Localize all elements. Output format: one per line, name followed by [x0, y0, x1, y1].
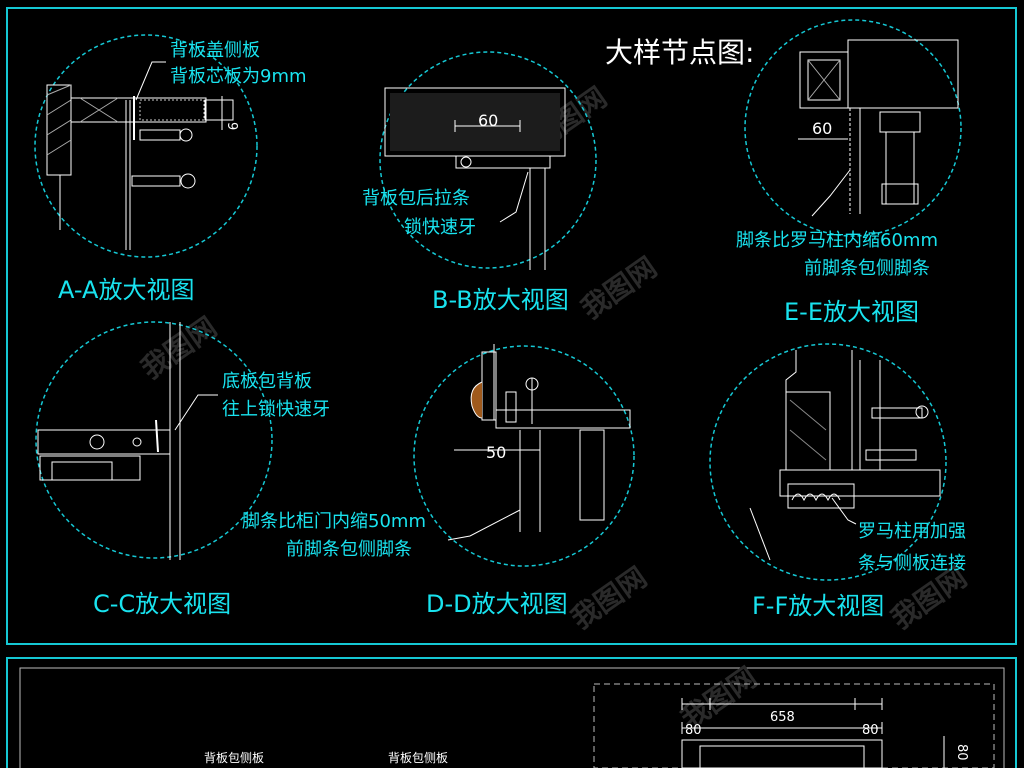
leader-line: [174, 394, 218, 431]
leader-line: [811, 169, 851, 217]
bottom-board: [495, 409, 631, 429]
detail-aa: 9 背板盖侧板 背板芯板为9mm A-A放大视图: [34, 34, 307, 304]
leader-line: [135, 61, 166, 101]
lower-inner-frame: [19, 667, 1005, 768]
view-label: D-D放大视图: [426, 590, 568, 618]
detail-circle: [379, 51, 597, 269]
dimension-text: 80: [685, 723, 702, 738]
note-text: 背板盖侧板: [170, 40, 260, 61]
watermark-text: 我图网: [135, 311, 223, 386]
view-label: B-B放大视图: [432, 286, 569, 314]
watermark-text: 我图网: [575, 251, 663, 326]
detail-ff: 罗马柱用加强 条与侧板连接 F-F放大视图: [709, 343, 966, 620]
detail-bb: 60 背板包后拉条 锁快速牙 B-B放大视图: [362, 51, 597, 314]
note-text: 背板包后拉条: [362, 188, 470, 209]
elevation-frame: [593, 683, 995, 768]
detail-circle: [744, 19, 962, 237]
detail-cc: 底板包背板 往上锁快速牙 C-C放大视图: [35, 321, 330, 618]
dimension-text: 658: [770, 710, 795, 725]
dimension-text: 50: [486, 443, 506, 462]
leader-line: [499, 171, 529, 223]
side-panel: [46, 84, 72, 176]
detail-ee: 60 脚条比罗马柱内缩60mm 前脚条包侧脚条 E-E放大视图: [736, 19, 962, 326]
view-label: A-A放大视图: [58, 276, 194, 304]
detail-circle: [413, 345, 635, 567]
note-text: 脚条比罗马柱内缩60mm: [736, 230, 938, 251]
leader-line: [831, 497, 857, 525]
dimension-text: 9: [224, 122, 239, 130]
detail-circle: [34, 34, 258, 258]
sheet-title: 大样节点图:: [605, 36, 754, 69]
note-text: 往上锁快速牙: [222, 399, 330, 420]
bottom-label: 背板包侧板: [388, 751, 448, 765]
upper-sheet-frame: [6, 7, 1017, 645]
leader-line: [447, 509, 521, 541]
bottom-label: 背板包侧板: [204, 751, 264, 765]
note-text: 前脚条包侧脚条: [804, 258, 930, 279]
detail-circle: [35, 321, 273, 559]
view-label: E-E放大视图: [784, 298, 919, 326]
bottom-elevation: 80 658 80 80 背板包侧板 背板包侧板: [204, 683, 995, 768]
note-text: 脚条比柜门内缩50mm: [242, 511, 426, 532]
dimension-text: 60: [478, 111, 498, 130]
note-text: 罗马柱用加强: [858, 521, 966, 542]
note-text: 条与侧板连接: [858, 553, 966, 574]
lower-sheet-frame: [6, 657, 1017, 768]
watermark-text: 我图网: [565, 561, 653, 636]
view-label: C-C放大视图: [93, 590, 231, 618]
door-handle: [470, 381, 483, 419]
dimension-text: 80: [862, 723, 879, 738]
roman-column: [785, 350, 853, 471]
top-board: [70, 97, 207, 123]
note-text: 前脚条包侧脚条: [286, 539, 412, 560]
note-text: 锁快速牙: [404, 217, 476, 238]
bottom-board: [37, 429, 171, 455]
detail-dd: 50 脚条比柜门内缩50mm 前脚条包侧脚条 D-D放大视图: [242, 344, 635, 618]
detail-circle: [709, 343, 947, 581]
dimension-text: 80: [954, 744, 969, 761]
view-label: F-F放大视图: [752, 592, 884, 620]
note-text: 背板芯板为9mm: [170, 66, 307, 87]
dimension-text: 60: [812, 119, 832, 138]
note-text: 底板包背板: [222, 371, 312, 392]
